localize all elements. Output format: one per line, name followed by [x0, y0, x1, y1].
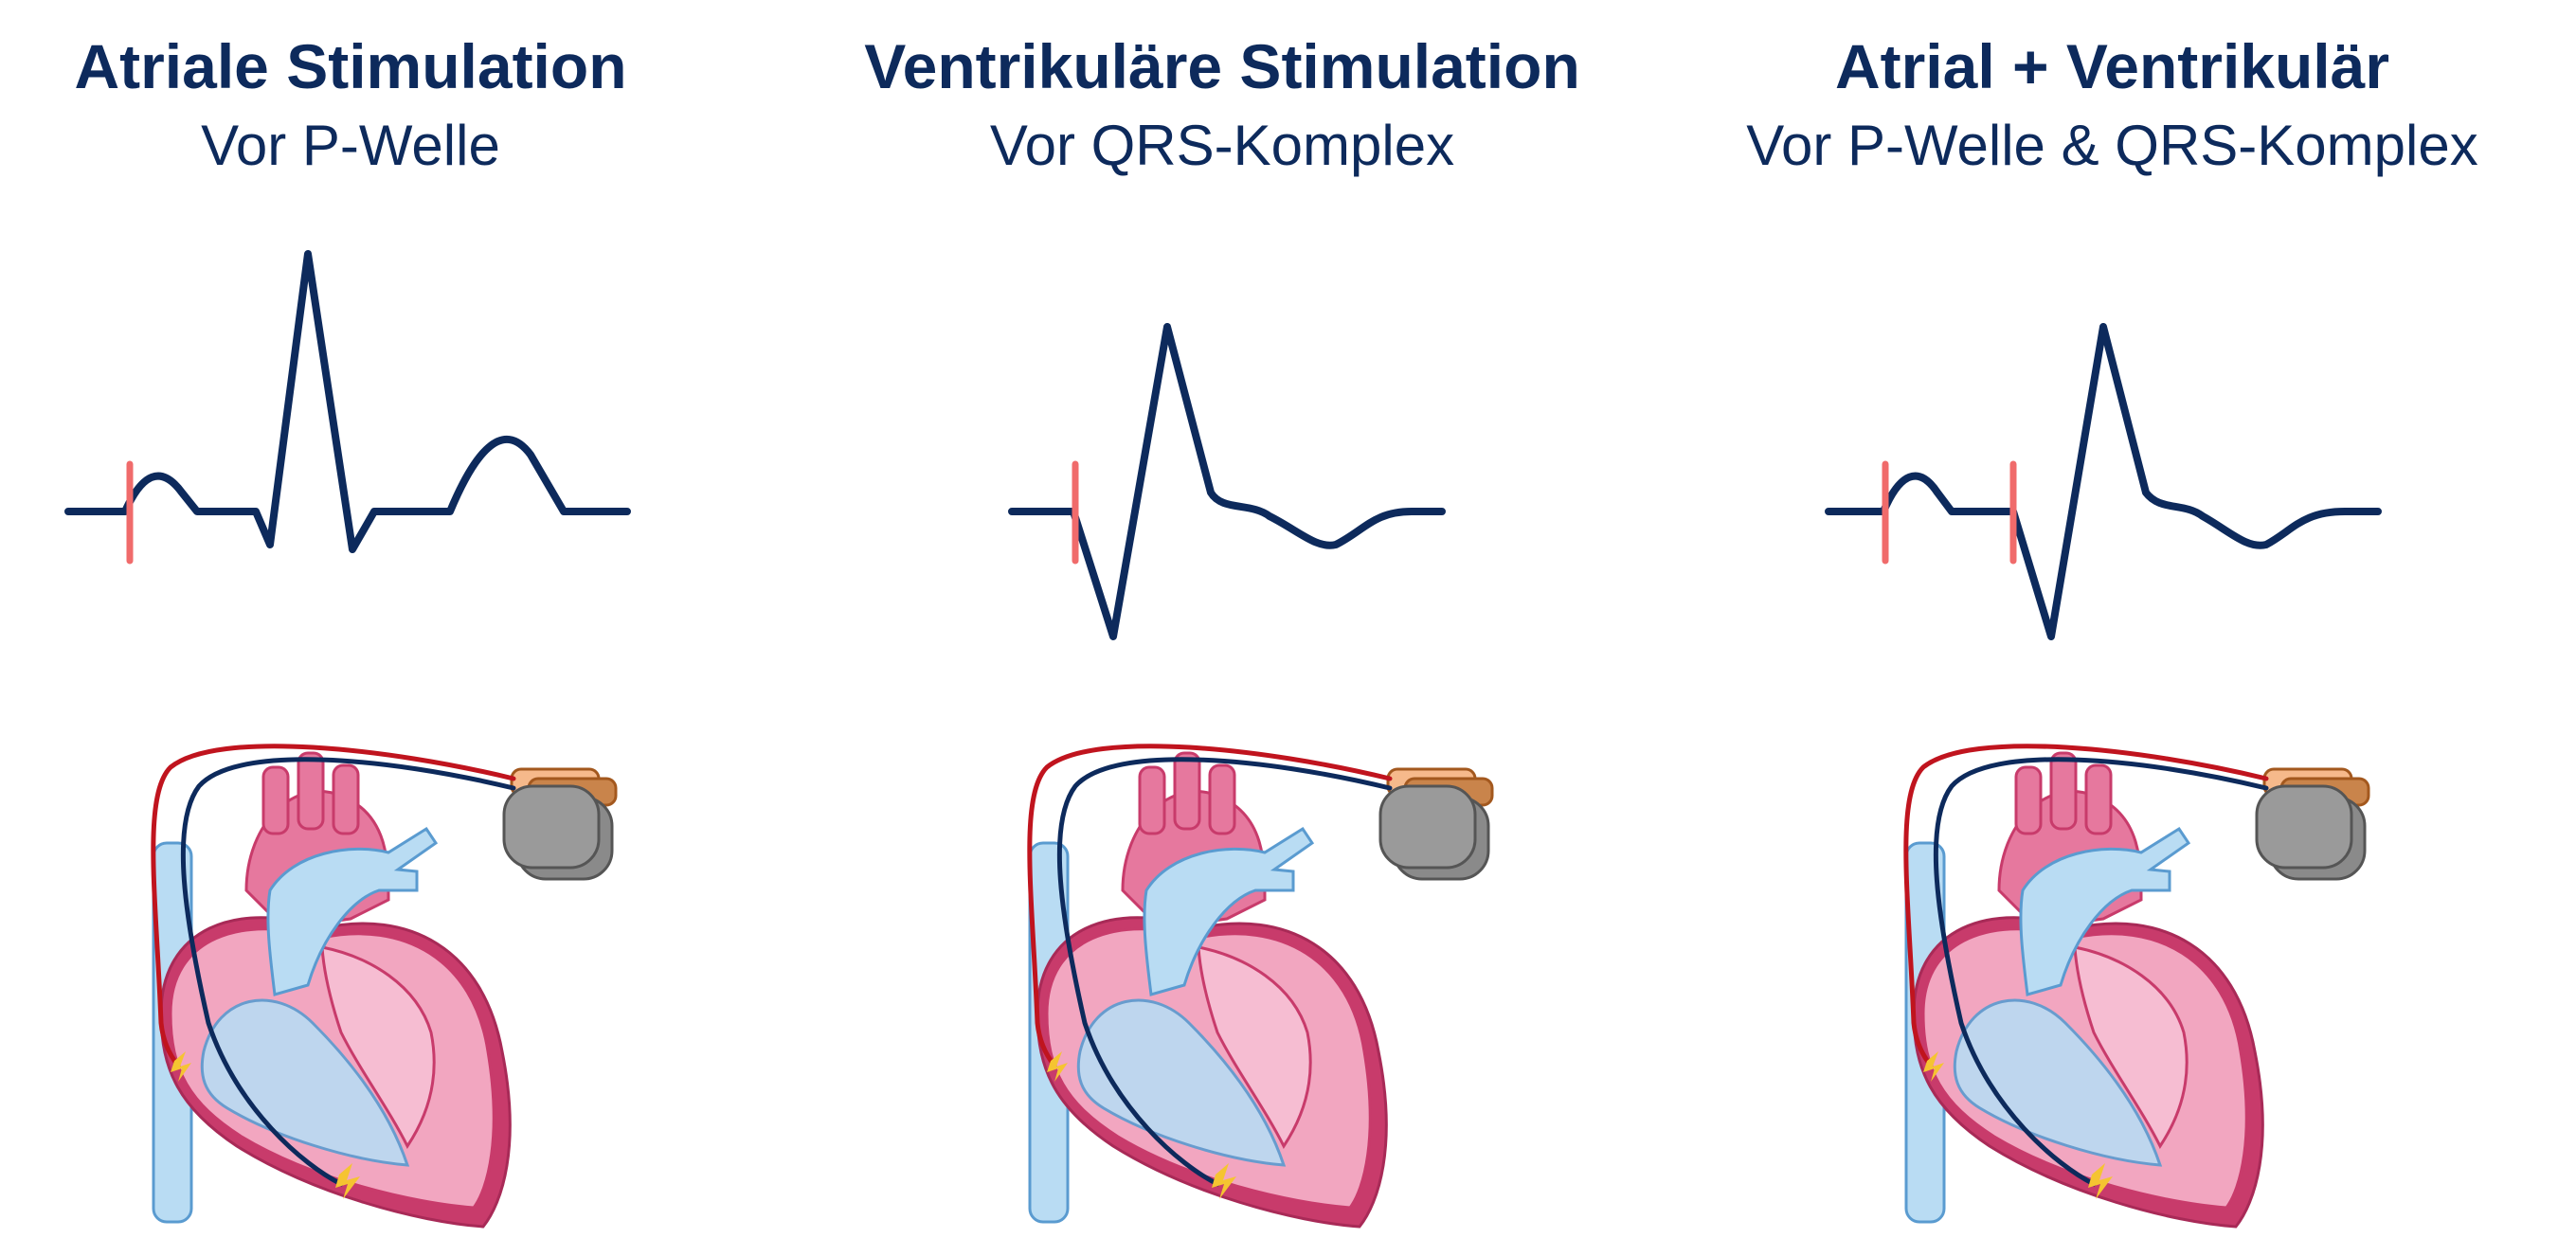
pulmonary-artery [2019, 826, 2191, 996]
heart-body [1036, 916, 1388, 1229]
heart-body [1912, 916, 2264, 1229]
pacemaker-device [1378, 767, 1494, 881]
spark-atrial [1047, 1051, 1068, 1082]
pacemaker-device [502, 767, 618, 881]
spark-ventricular [1212, 1163, 1236, 1199]
panel-title: Atriale Stimulation [74, 31, 627, 101]
panel-dual-pacing: Atrial + Ventrikulär Vor P-Welle & QRS-K… [1648, 0, 2576, 1238]
ecg-line [1825, 323, 2382, 640]
ecg-trace-dual [1825, 323, 2382, 640]
ecg-line [1008, 323, 1446, 640]
spark-atrial [1923, 1051, 1944, 1082]
heart-pacemaker-illustration [1027, 744, 1494, 1229]
heart-body [159, 916, 512, 1229]
atrial-lead [1027, 744, 1393, 1068]
ventricular-lead [180, 757, 516, 1187]
ventricular-lead [1056, 757, 1393, 1187]
panel-ventricular-pacing: Ventrikuläre Stimulation Vor QRS-Komplex [805, 0, 1639, 1238]
panel-subtitle: Vor P-Welle [201, 114, 500, 177]
ventricular-lead [1933, 757, 2269, 1187]
pulmonary-artery [266, 826, 439, 996]
spark-atrial [171, 1051, 191, 1082]
panel-title: Ventrikuläre Stimulation [864, 31, 1580, 101]
panel-title: Atrial + Ventrikulär [1834, 31, 2390, 101]
ecg-line [64, 250, 631, 553]
panel-atrial-pacing: Atriale Stimulation Vor P-Welle [0, 0, 701, 1238]
spark-ventricular [2088, 1163, 2113, 1199]
ecg-trace-atrial [64, 250, 631, 565]
spark-ventricular [335, 1163, 360, 1199]
heart-pacemaker-illustration [151, 744, 618, 1229]
atrial-lead [151, 744, 516, 1068]
atrial-lead [1903, 744, 2269, 1068]
pulmonary-artery [1143, 826, 1315, 996]
heart-pacemaker-illustration [1903, 744, 2370, 1229]
pacemaker-device [2255, 767, 2370, 881]
panel-subtitle: Vor P-Welle & QRS-Komplex [1746, 114, 2478, 177]
ecg-trace-ventricular [1008, 323, 1446, 640]
panel-subtitle: Vor QRS-Komplex [989, 114, 1455, 177]
